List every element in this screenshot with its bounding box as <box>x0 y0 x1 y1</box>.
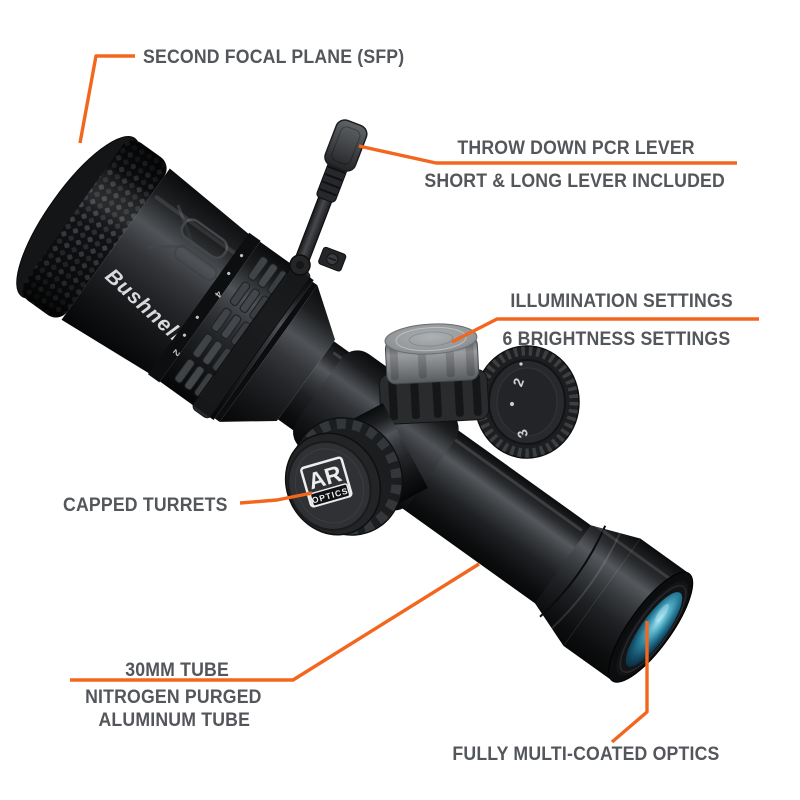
callout-line-optics <box>610 621 649 744</box>
illumination-dial: 2 3 <box>474 345 580 459</box>
label-illumination-settings: ILLUMINATION SETTINGS <box>510 291 733 312</box>
eyepiece-knurled-ring <box>22 140 167 318</box>
zoom-ring-number: 2 <box>170 347 182 358</box>
label-aluminum-tube: ALUMINUM TUBE <box>98 710 251 731</box>
lever-paddle <box>324 119 368 172</box>
lever-knurled-grip <box>316 159 349 203</box>
label-second-focal-plane: SECOND FOCAL PLANE (SFP) <box>143 47 405 68</box>
label-nitrogen-purged: NITROGEN PURGED <box>85 687 262 708</box>
callout-line-30mm-tube <box>70 562 480 682</box>
label-throw-down-lever: THROW DOWN PCR LEVER <box>457 138 695 159</box>
throw-down-lever <box>289 119 368 276</box>
illumination-knob <box>378 323 490 425</box>
label-fully-multicoated-optics: FULLY MULTI-COATED OPTICS <box>452 744 720 765</box>
zoom-ring: 4 2 <box>147 232 318 422</box>
zoom-ring-number: 4 <box>212 288 224 300</box>
callout-line-sfp <box>78 54 135 144</box>
eyepiece-housing: Bushnell <box>61 168 257 379</box>
capped-turret: AR OPTICS <box>284 403 428 536</box>
callout-line-lever <box>358 144 737 165</box>
callout-line-illumination <box>451 317 759 344</box>
label-brightness-settings: 6 BRIGHTNESS SETTINGS <box>502 329 731 350</box>
label-short-long-lever: SHORT & LONG LEVER INCLUDED <box>424 171 725 192</box>
objective-bell <box>534 524 690 681</box>
objective-lens <box>608 571 694 683</box>
tube-taper <box>219 285 336 422</box>
callout-line-capped-turrets <box>239 491 313 505</box>
label-capped-turrets: CAPPED TURRETS <box>63 495 228 516</box>
label-30mm-tube: 30MM TUBE <box>125 660 229 681</box>
